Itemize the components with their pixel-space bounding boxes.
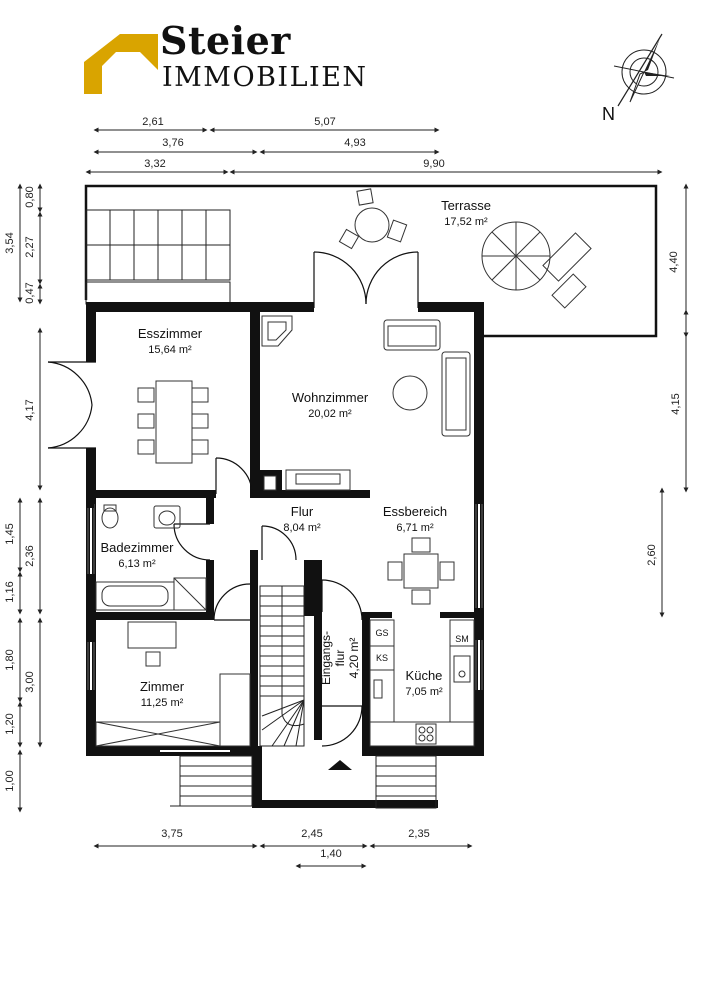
- room-name: Essbereich: [382, 504, 448, 519]
- room-name: Küche: [405, 668, 443, 683]
- dim-right-label: 4,15: [670, 393, 682, 415]
- windows: [90, 504, 480, 752]
- brand-subtitle: IMMOBILIEN: [162, 62, 368, 93]
- dim-left-label: 1,00: [4, 770, 16, 792]
- dim-top-label: 2,61: [142, 116, 164, 128]
- room-area: 20,02 m²: [308, 408, 352, 420]
- room-area: 17,52 m²: [444, 216, 488, 228]
- dim-left-label: 2,27: [24, 236, 36, 258]
- dim-left-label: 3,00: [24, 671, 36, 693]
- dim-top-label: 9,90: [423, 158, 445, 170]
- room-flur: Flur 8,04 m²: [283, 504, 320, 536]
- room-eingangsflur: Eingangs- flur 4,20 m²: [319, 631, 361, 685]
- room-name-2: flur: [333, 649, 347, 667]
- interior-walls: [86, 312, 484, 756]
- dim-bottom-label: 2,35: [408, 828, 430, 840]
- dim-left-label: 2,36: [24, 545, 36, 567]
- room-name: Flur: [290, 504, 314, 519]
- dimension-lines-top: [85, 127, 663, 175]
- room-wohnzimmer: Wohnzimmer 20,02 m²: [292, 390, 368, 422]
- dim-left-label: 1,16: [4, 581, 16, 603]
- interior-stairs: [259, 585, 305, 747]
- room-name: Eingangs-: [319, 630, 333, 686]
- dimension-lines-right: [659, 183, 689, 618]
- furniture: [95, 188, 592, 747]
- room-name: Esszimmer: [137, 326, 203, 341]
- dim-top-label: 5,07: [314, 116, 336, 128]
- room-zimmer: Zimmer 11,25 m²: [140, 679, 184, 711]
- brand-name: Steier: [160, 18, 291, 63]
- room-area: 11,25 m²: [140, 697, 184, 709]
- entrance-arrow-icon: [328, 760, 352, 770]
- dim-bottom-label: 2,45: [301, 828, 323, 840]
- dim-left-label: 0,80: [24, 186, 36, 208]
- appliance-gs-label: GS: [375, 628, 389, 638]
- dim-left-label: 0,47: [24, 282, 36, 304]
- room-area: 15,64 m²: [148, 344, 192, 356]
- dim-top-label: 4,93: [344, 137, 366, 149]
- dimension-lines-bottom: [93, 843, 473, 869]
- room-area: 6,71 m²: [396, 522, 434, 534]
- dim-left-label: 4,17: [24, 399, 36, 421]
- dimension-lines-left: [17, 183, 43, 813]
- terrace-stairs: [85, 209, 231, 305]
- dim-left-label: 3,54: [4, 232, 16, 254]
- dim-left-label: 1,20: [4, 713, 16, 735]
- dim-right-label: 2,60: [646, 544, 658, 566]
- room-name: Wohnzimmer: [291, 390, 369, 405]
- dim-bottom-label: 1,40: [320, 848, 342, 860]
- room-name: Badezimmer: [100, 540, 174, 555]
- house-logo-icon: [84, 34, 158, 94]
- room-area: 7,05 m²: [405, 686, 443, 698]
- window-lines: [87, 504, 483, 690]
- compass-rose-icon: [613, 33, 675, 107]
- appliance-sm-label: SM: [455, 634, 469, 644]
- north-label: N: [602, 104, 615, 124]
- room-name: Terrasse: [441, 198, 491, 213]
- dim-right-label: 4,40: [668, 251, 680, 273]
- room-essbereich: Essbereich 6,71 m²: [383, 504, 447, 536]
- room-area: 6,13 m²: [118, 558, 156, 570]
- doors: [47, 251, 419, 747]
- dim-top-label: 3,76: [162, 137, 184, 149]
- room-name: Zimmer: [139, 679, 185, 694]
- room-badezimmer: Badezimmer 6,13 m²: [101, 540, 174, 572]
- room-esszimmer: Esszimmer 15,64 m²: [138, 326, 202, 358]
- dim-left-label: 1,80: [4, 649, 16, 671]
- brand-logo: [84, 26, 384, 98]
- room-area: 4,20 m²: [347, 637, 361, 679]
- room-terrasse: Terrasse 17,52 m²: [441, 198, 491, 230]
- room-kueche: Küche 7,05 m²: [405, 668, 442, 700]
- room-area: 8,04 m²: [283, 522, 321, 534]
- dim-left-label: 1,45: [4, 523, 16, 545]
- entrance-steps: [170, 755, 437, 809]
- dim-bottom-label: 3,75: [161, 828, 183, 840]
- dim-top-label: 3,32: [144, 158, 166, 170]
- appliance-ks-label: KS: [375, 653, 389, 663]
